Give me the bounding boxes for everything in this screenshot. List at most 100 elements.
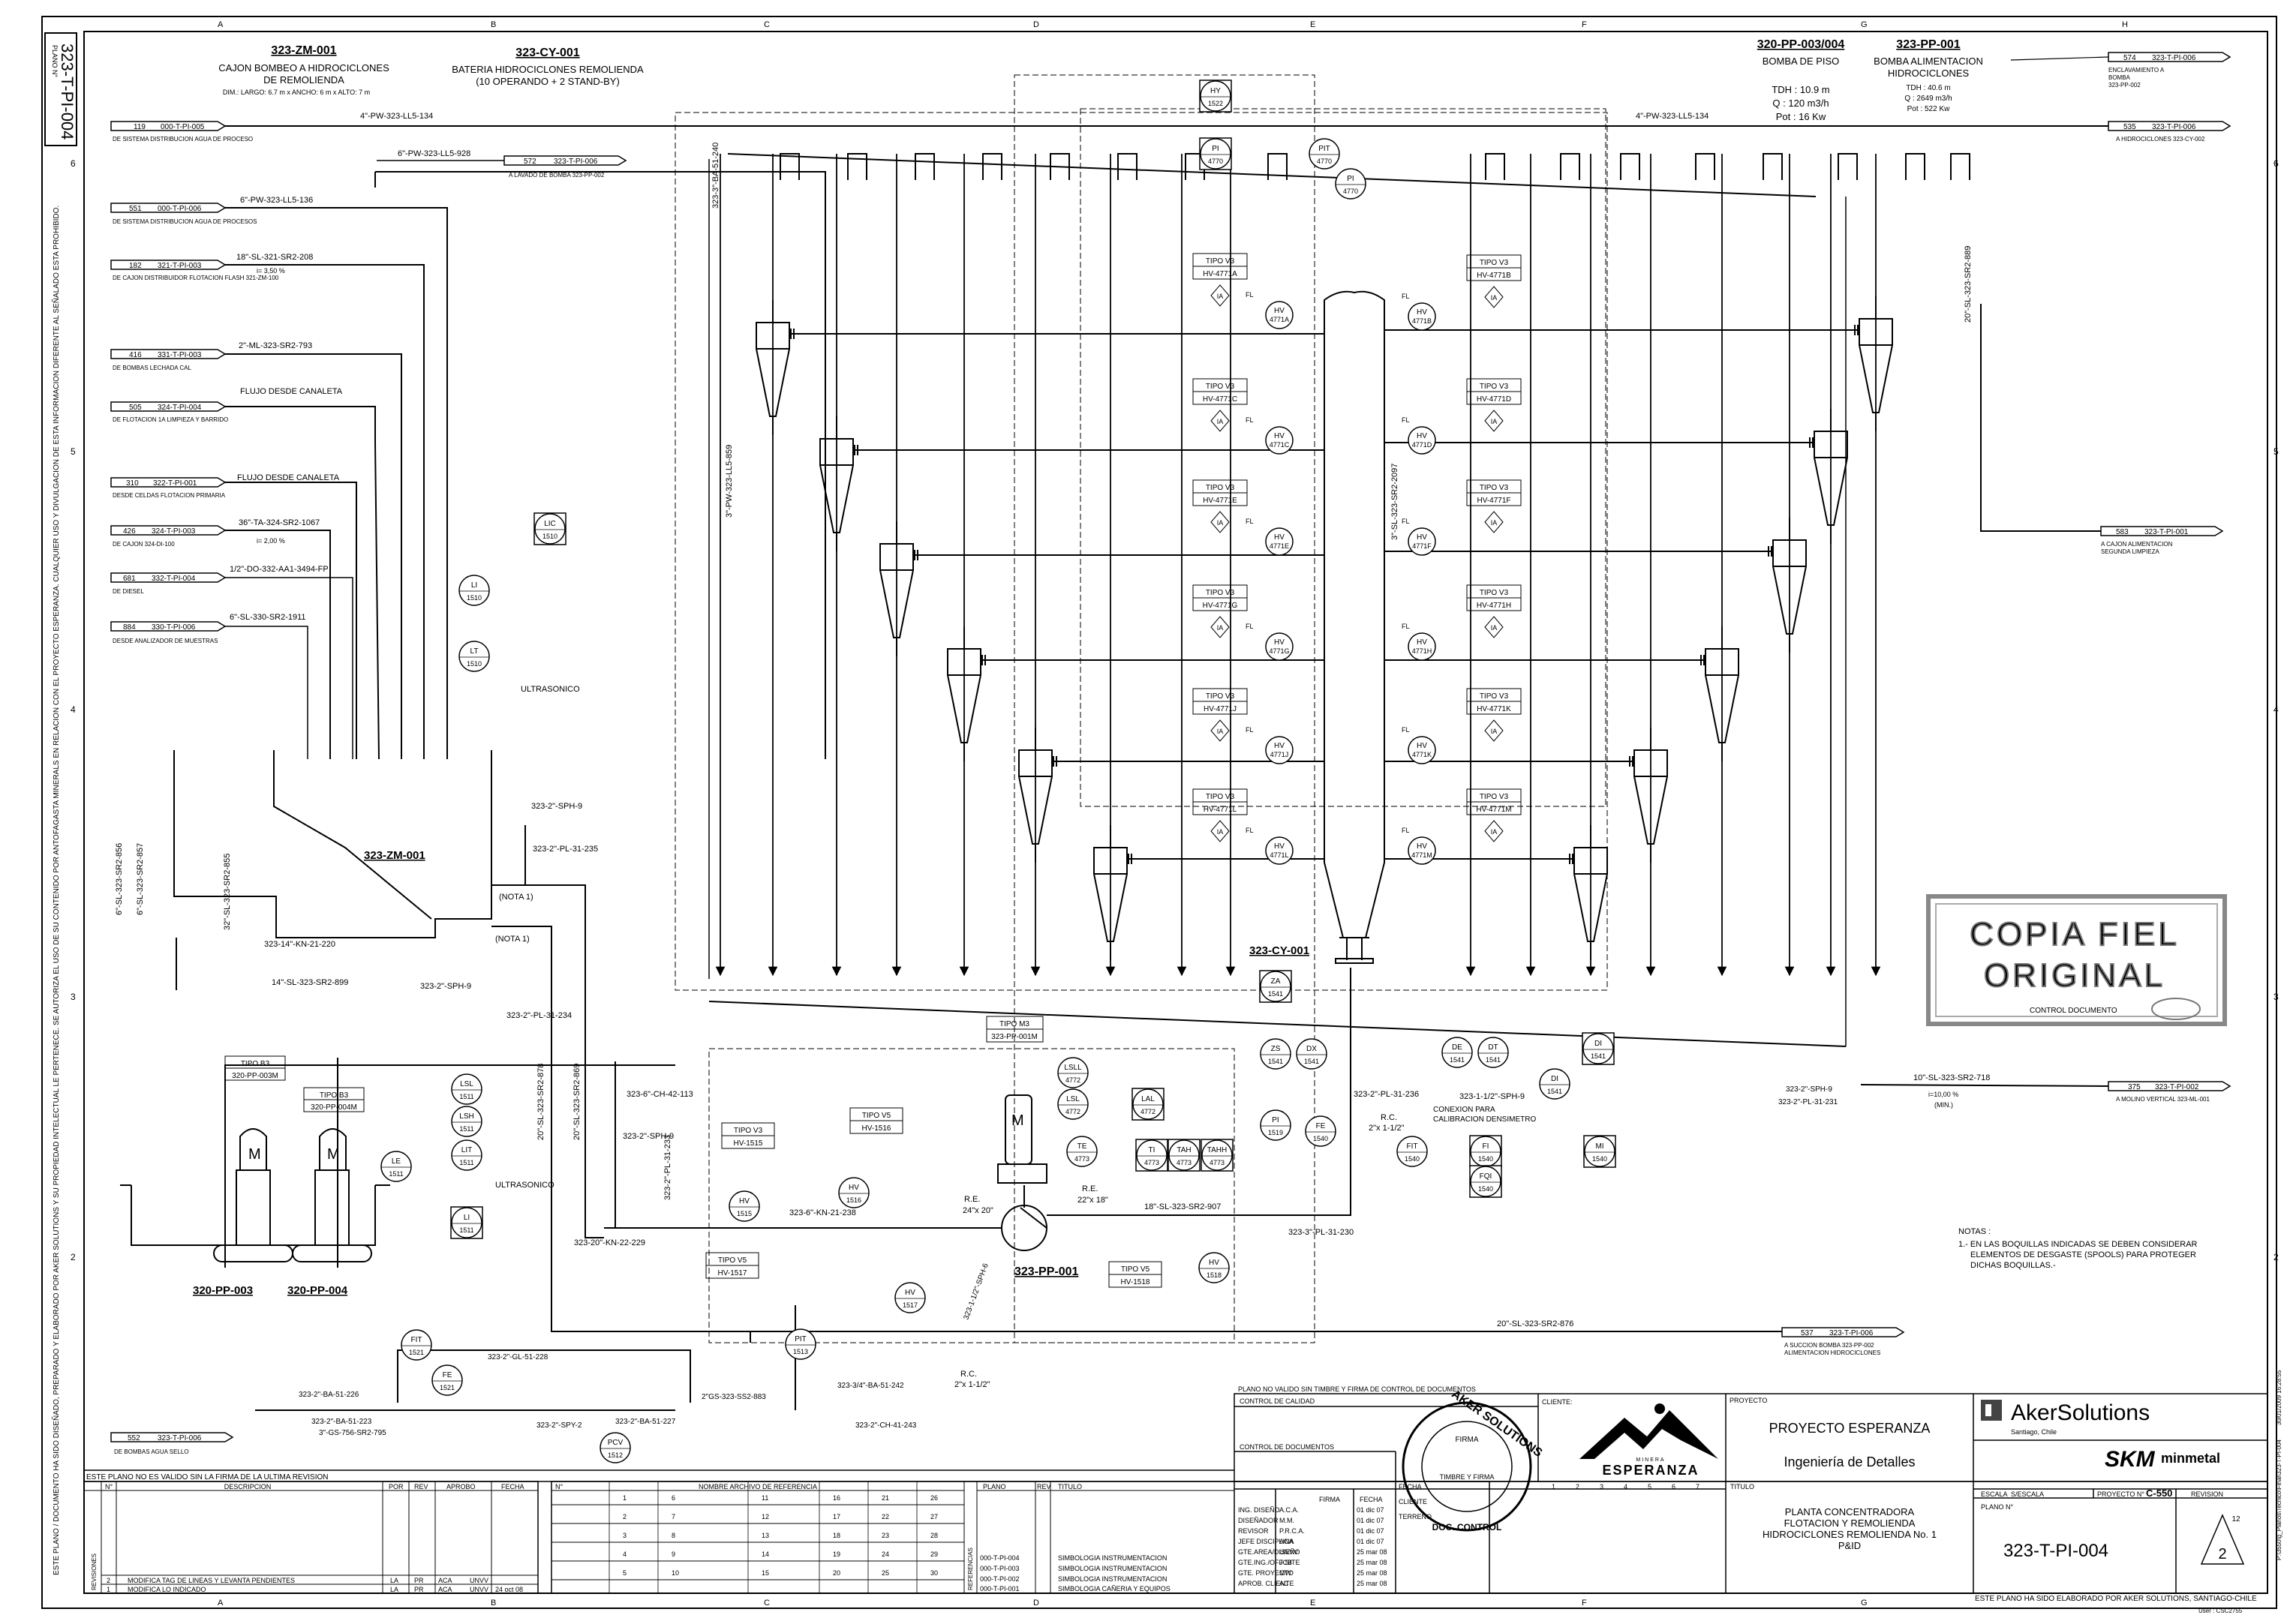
offpage-desc: DESDE ANALIZADOR DE MUESTRAS — [113, 638, 218, 644]
hv-label: HV — [1274, 742, 1285, 750]
sig-date: 25 mar 08 — [1357, 1548, 1387, 1556]
sheet-number-vertical: 323-T-PI-004 — [58, 44, 77, 140]
ref-plano: 000-T-PI-003 — [980, 1565, 1020, 1572]
instrument-number: 1540 — [1313, 1135, 1328, 1142]
instrument-tag: HV — [849, 1184, 859, 1192]
line-label: 2"-ML-323-SR2-793 — [239, 341, 312, 350]
hv-number: 4771H — [1412, 647, 1432, 655]
cy-desc2: (10 OPERANDO + 2 STAND-BY) — [476, 76, 620, 87]
hv-number: 4771C — [1270, 441, 1290, 449]
inlet-line-labels: 4"-PW-323-LL5-134 6"-PW-323-LL5-928 6"-P… — [230, 112, 470, 622]
stamp-line1: COPIA FIEL — [1970, 916, 2180, 953]
type-box-tipo: TIPO V3 — [734, 1127, 763, 1135]
floor-pump-labels: M M 320-PP-003 320-PP-004 — [193, 1146, 348, 1297]
line-label: 3"-GS-756-SR2-795 — [319, 1429, 386, 1437]
ref-number: 21 — [882, 1494, 889, 1502]
hv-label: HV — [1274, 432, 1285, 440]
instrument-tag: PI — [1212, 145, 1219, 153]
instrument-number: 4773 — [1074, 1155, 1089, 1163]
drawing-frame — [41, 16, 2277, 1609]
sig-num: 2 — [1576, 1483, 1579, 1490]
offpage-ref: 330-T-PI-006 — [152, 623, 196, 632]
ref-number: 18 — [833, 1532, 840, 1539]
line-slope: i= 2,00 % — [257, 537, 285, 545]
instrument-tag: HV — [905, 1289, 915, 1297]
hv-number: 4771E — [1270, 542, 1289, 550]
instrument-number: 1511 — [389, 1170, 403, 1178]
hydrocyclone — [1384, 296, 1893, 431]
line-label: 323-3"-BA-51-240 — [711, 143, 720, 209]
instrument-number: 4773 — [1177, 1159, 1192, 1166]
hv-label: HV — [1274, 638, 1285, 647]
line-label: 3"-SL-323-SR2-2097 — [1390, 464, 1399, 540]
sig-who: P.R.C.A. — [1279, 1527, 1305, 1535]
lower-piping — [255, 825, 1261, 1411]
grid-col: E — [1310, 20, 1315, 29]
instrument-number: 1511 — [459, 1226, 473, 1234]
hydrocyclone — [756, 300, 1324, 435]
ia-label: IA — [1217, 519, 1224, 527]
sig-num: 1 — [1552, 1483, 1555, 1490]
instrument-tag: PI — [1347, 175, 1354, 183]
aker-city: Santiago, Chile — [2011, 1428, 2057, 1436]
pp1-label-main: 323-PP-001 — [1014, 1265, 1078, 1278]
instrument-number: 1519 — [1268, 1129, 1283, 1136]
grid-col: G — [1861, 1598, 1868, 1607]
pump-3-label: 320-PP-003 — [193, 1284, 253, 1297]
ref-number: 16 — [833, 1494, 840, 1502]
sig-who: MW — [1279, 1569, 1291, 1577]
hv-number: 4771M — [1411, 851, 1432, 859]
rev-apr2: UNVV — [470, 1586, 488, 1593]
sig-fecha: FECHA — [1360, 1496, 1383, 1503]
offpage-desc: DE CAJON 324-DI-100 — [113, 541, 175, 548]
grid-row: 4 — [71, 704, 76, 715]
reducer-label: R.C. — [960, 1370, 977, 1379]
line-label: 323-2"-CH-41-243 — [855, 1421, 917, 1430]
reducer-label: 24"x 20" — [963, 1206, 993, 1215]
ia-label: IA — [1491, 294, 1498, 302]
type-box-tipo: TIPO B3 — [320, 1091, 349, 1100]
valve-tag-text: HV-4771L — [1204, 806, 1237, 814]
instrument-number: 1510 — [542, 533, 557, 540]
valve-tag-text: HV-4771F — [1477, 497, 1510, 505]
hv-number: 4771G — [1269, 647, 1289, 655]
instrument-number: 1540 — [1478, 1185, 1493, 1193]
note-line: DICHAS BOQUILLAS.- — [1970, 1261, 2056, 1270]
reducer-label: R.E. — [1082, 1184, 1098, 1193]
grid-col: H — [2122, 20, 2128, 29]
offpage-desc: DESDE CELDAS FLOTACION PRIMARIA — [113, 492, 226, 499]
grid-row: 2 — [71, 1252, 76, 1262]
offpage-num: 416 — [129, 351, 142, 359]
line-label: 6"-SL-323-SR2-857 — [136, 843, 145, 915]
type-box-tag: HV-1517 — [718, 1269, 747, 1277]
overflow-gooseneck — [1950, 153, 1970, 180]
ref-header: NOMBRE ARCHIVO DE REFERENCIA — [699, 1483, 817, 1490]
ref-number: 22 — [882, 1513, 889, 1520]
line-slope: i=10,00 % — [1928, 1091, 1958, 1098]
instrument-tag: FIT — [411, 1336, 422, 1344]
ref-number: 26 — [930, 1494, 938, 1502]
offpage-num: 535 — [2123, 123, 2136, 131]
sig-proyecto-label: PROYECTO — [1730, 1397, 1767, 1404]
line-slope: i= 3,50 % — [257, 267, 285, 275]
line-label: 323-2"-BA-51-227 — [615, 1418, 676, 1426]
offpage-num: 572 — [524, 158, 536, 166]
reducer-label: R.E. — [964, 1195, 980, 1204]
grid-row: 4 — [2273, 704, 2279, 715]
valve-tag-text: HV-4771J — [1204, 705, 1237, 713]
offpage-num: 537 — [1801, 1329, 1814, 1337]
line-label: 323-2"-SPY-2 — [536, 1421, 582, 1430]
offpage-num: 119 — [134, 123, 146, 131]
ref-number: 10 — [672, 1569, 679, 1577]
ref-number: 25 — [882, 1569, 889, 1577]
fl-label: FL — [1246, 726, 1254, 734]
instrument-number: 1541 — [1268, 1058, 1283, 1065]
